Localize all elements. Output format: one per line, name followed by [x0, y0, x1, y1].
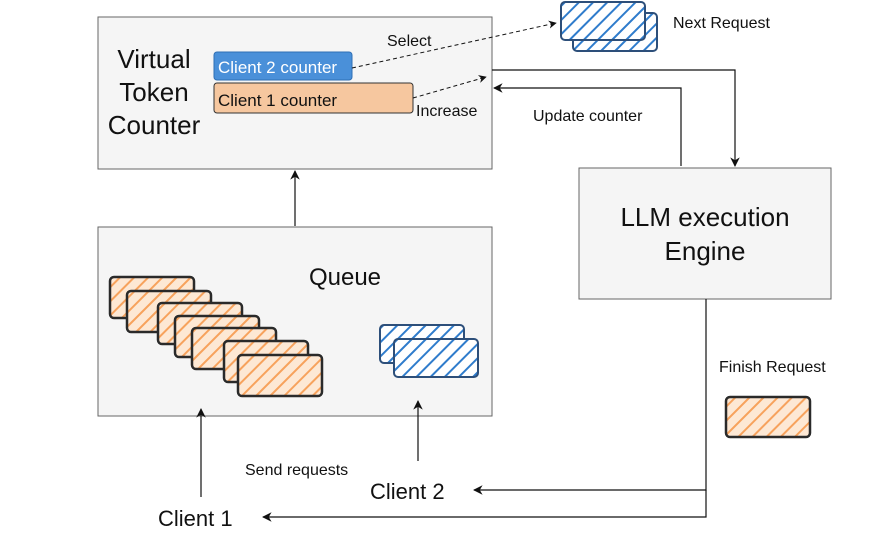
vtc-node: Virtual Token Counter: [97, 16, 493, 170]
llm-engine-label-line2: Engine: [665, 236, 746, 266]
queue-node: Queue: [97, 226, 493, 417]
queue-label: Queue: [309, 264, 381, 291]
client2-label: Client 2: [370, 479, 445, 504]
llm-engine-node: LLM execution Engine: [578, 167, 832, 300]
llm-engine-label-line1: LLM execution: [620, 202, 789, 232]
finish-to-client1-arrow: [262, 490, 707, 522]
vtc-to-llm-arrow: [492, 69, 740, 167]
increase-arrow: [412, 75, 487, 99]
client2-counter-node: Client 2 counter: [213, 51, 353, 81]
client2-counter-label: Client 2 counter: [218, 58, 337, 77]
client1-requests-stack: [108, 275, 324, 398]
llm-engine-box: [578, 167, 832, 300]
increase-label: Increase: [416, 103, 477, 120]
client1-label: Client 1: [158, 506, 233, 531]
vtc-label-line2: Token: [119, 77, 188, 107]
client2-requests-stack: [379, 324, 479, 378]
next-request-card-front: [560, 1, 646, 41]
next-request-label: Next Request: [673, 15, 770, 32]
vtc-label-line3: Counter: [108, 110, 201, 140]
vtc-label-line1: Virtual: [117, 44, 190, 74]
client1-counter-node: Client 1 counter: [213, 82, 414, 114]
finish-to-client2-arrow: [473, 299, 707, 495]
client2-counter-box: [213, 51, 353, 81]
client2-request-card: [393, 338, 479, 378]
update-counter-arrow: [493, 83, 682, 166]
finish-request-label: Finish Request: [719, 359, 826, 376]
send-requests-label: Send requests: [245, 462, 348, 479]
client1-counter-label: Client 1 counter: [218, 91, 337, 110]
select-label: Select: [387, 33, 432, 50]
client1-request-card: [236, 353, 324, 398]
finished-request-card: [724, 395, 812, 439]
update-counter-label: Update counter: [533, 108, 643, 125]
next-request-stack: [560, 1, 658, 52]
